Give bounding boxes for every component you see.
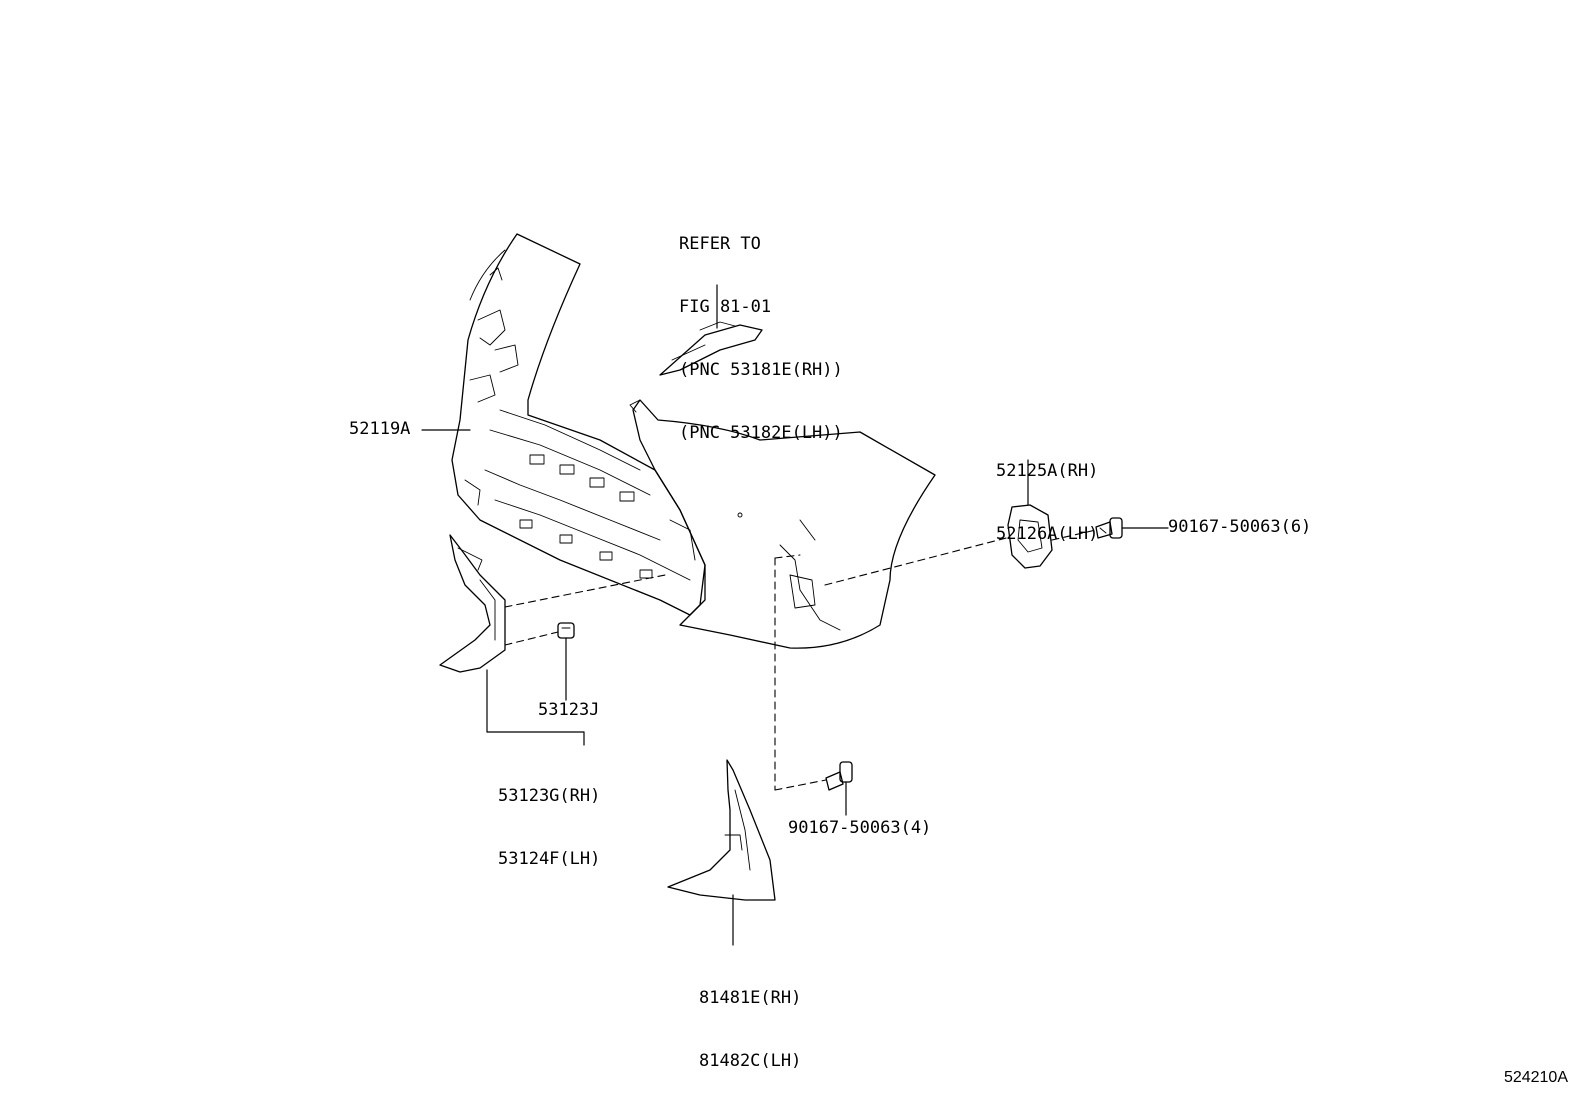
side-retainer-rh: 52125A(RH) xyxy=(996,461,1099,481)
bumper-retainer-52119A xyxy=(451,233,706,616)
refer-label: REFER TO FIG 81-01 (PNC 53181E(RH)) (PNC… xyxy=(679,192,843,465)
part-label-screw-upper: 90167-50063(6) xyxy=(1168,517,1312,537)
refer-line-4: (PNC 53182E(LH)) xyxy=(679,423,843,443)
leader-bracket xyxy=(486,669,585,746)
mudguard-lh: 81482C(LH) xyxy=(699,1051,802,1071)
refer-line-1: REFER TO xyxy=(679,234,761,254)
part-label-mudguard: 81481E(RH) 81482C(LH) xyxy=(699,946,801,1093)
screw-lower xyxy=(825,761,853,791)
refer-line-3: (PNC 53181E(RH)) xyxy=(679,360,843,380)
screw-upper xyxy=(1095,517,1123,539)
fender-seal-reference xyxy=(659,321,763,376)
clip-53123J xyxy=(557,622,575,639)
part-label-clip: 53123J xyxy=(538,700,600,720)
figure-id: 524210A xyxy=(1503,1069,1568,1086)
side-retainer-52125A xyxy=(1007,504,1053,569)
part-label-screw-lower: 90167-50063(4) xyxy=(788,818,932,838)
part-label-side-retainer: 52125A(RH) 52126A(LH) xyxy=(996,419,1098,566)
assembly-lines xyxy=(504,529,1097,791)
part-label-bracket: 53123G(RH) 53124F(LH) xyxy=(498,744,600,891)
bumper-cover xyxy=(629,399,936,649)
bracket-rh: 53123G(RH) xyxy=(498,786,601,806)
bracket-lh: 53124F(LH) xyxy=(498,849,601,869)
refer-line-2: FIG 81-01 xyxy=(679,297,772,317)
bracket-53123G xyxy=(439,534,506,673)
part-label-52119A: 52119A xyxy=(349,419,411,439)
side-retainer-lh: 52126A(LH) xyxy=(996,524,1099,544)
mudguard-rh: 81481E(RH) xyxy=(699,988,802,1008)
mudguard-81481E xyxy=(667,759,776,901)
